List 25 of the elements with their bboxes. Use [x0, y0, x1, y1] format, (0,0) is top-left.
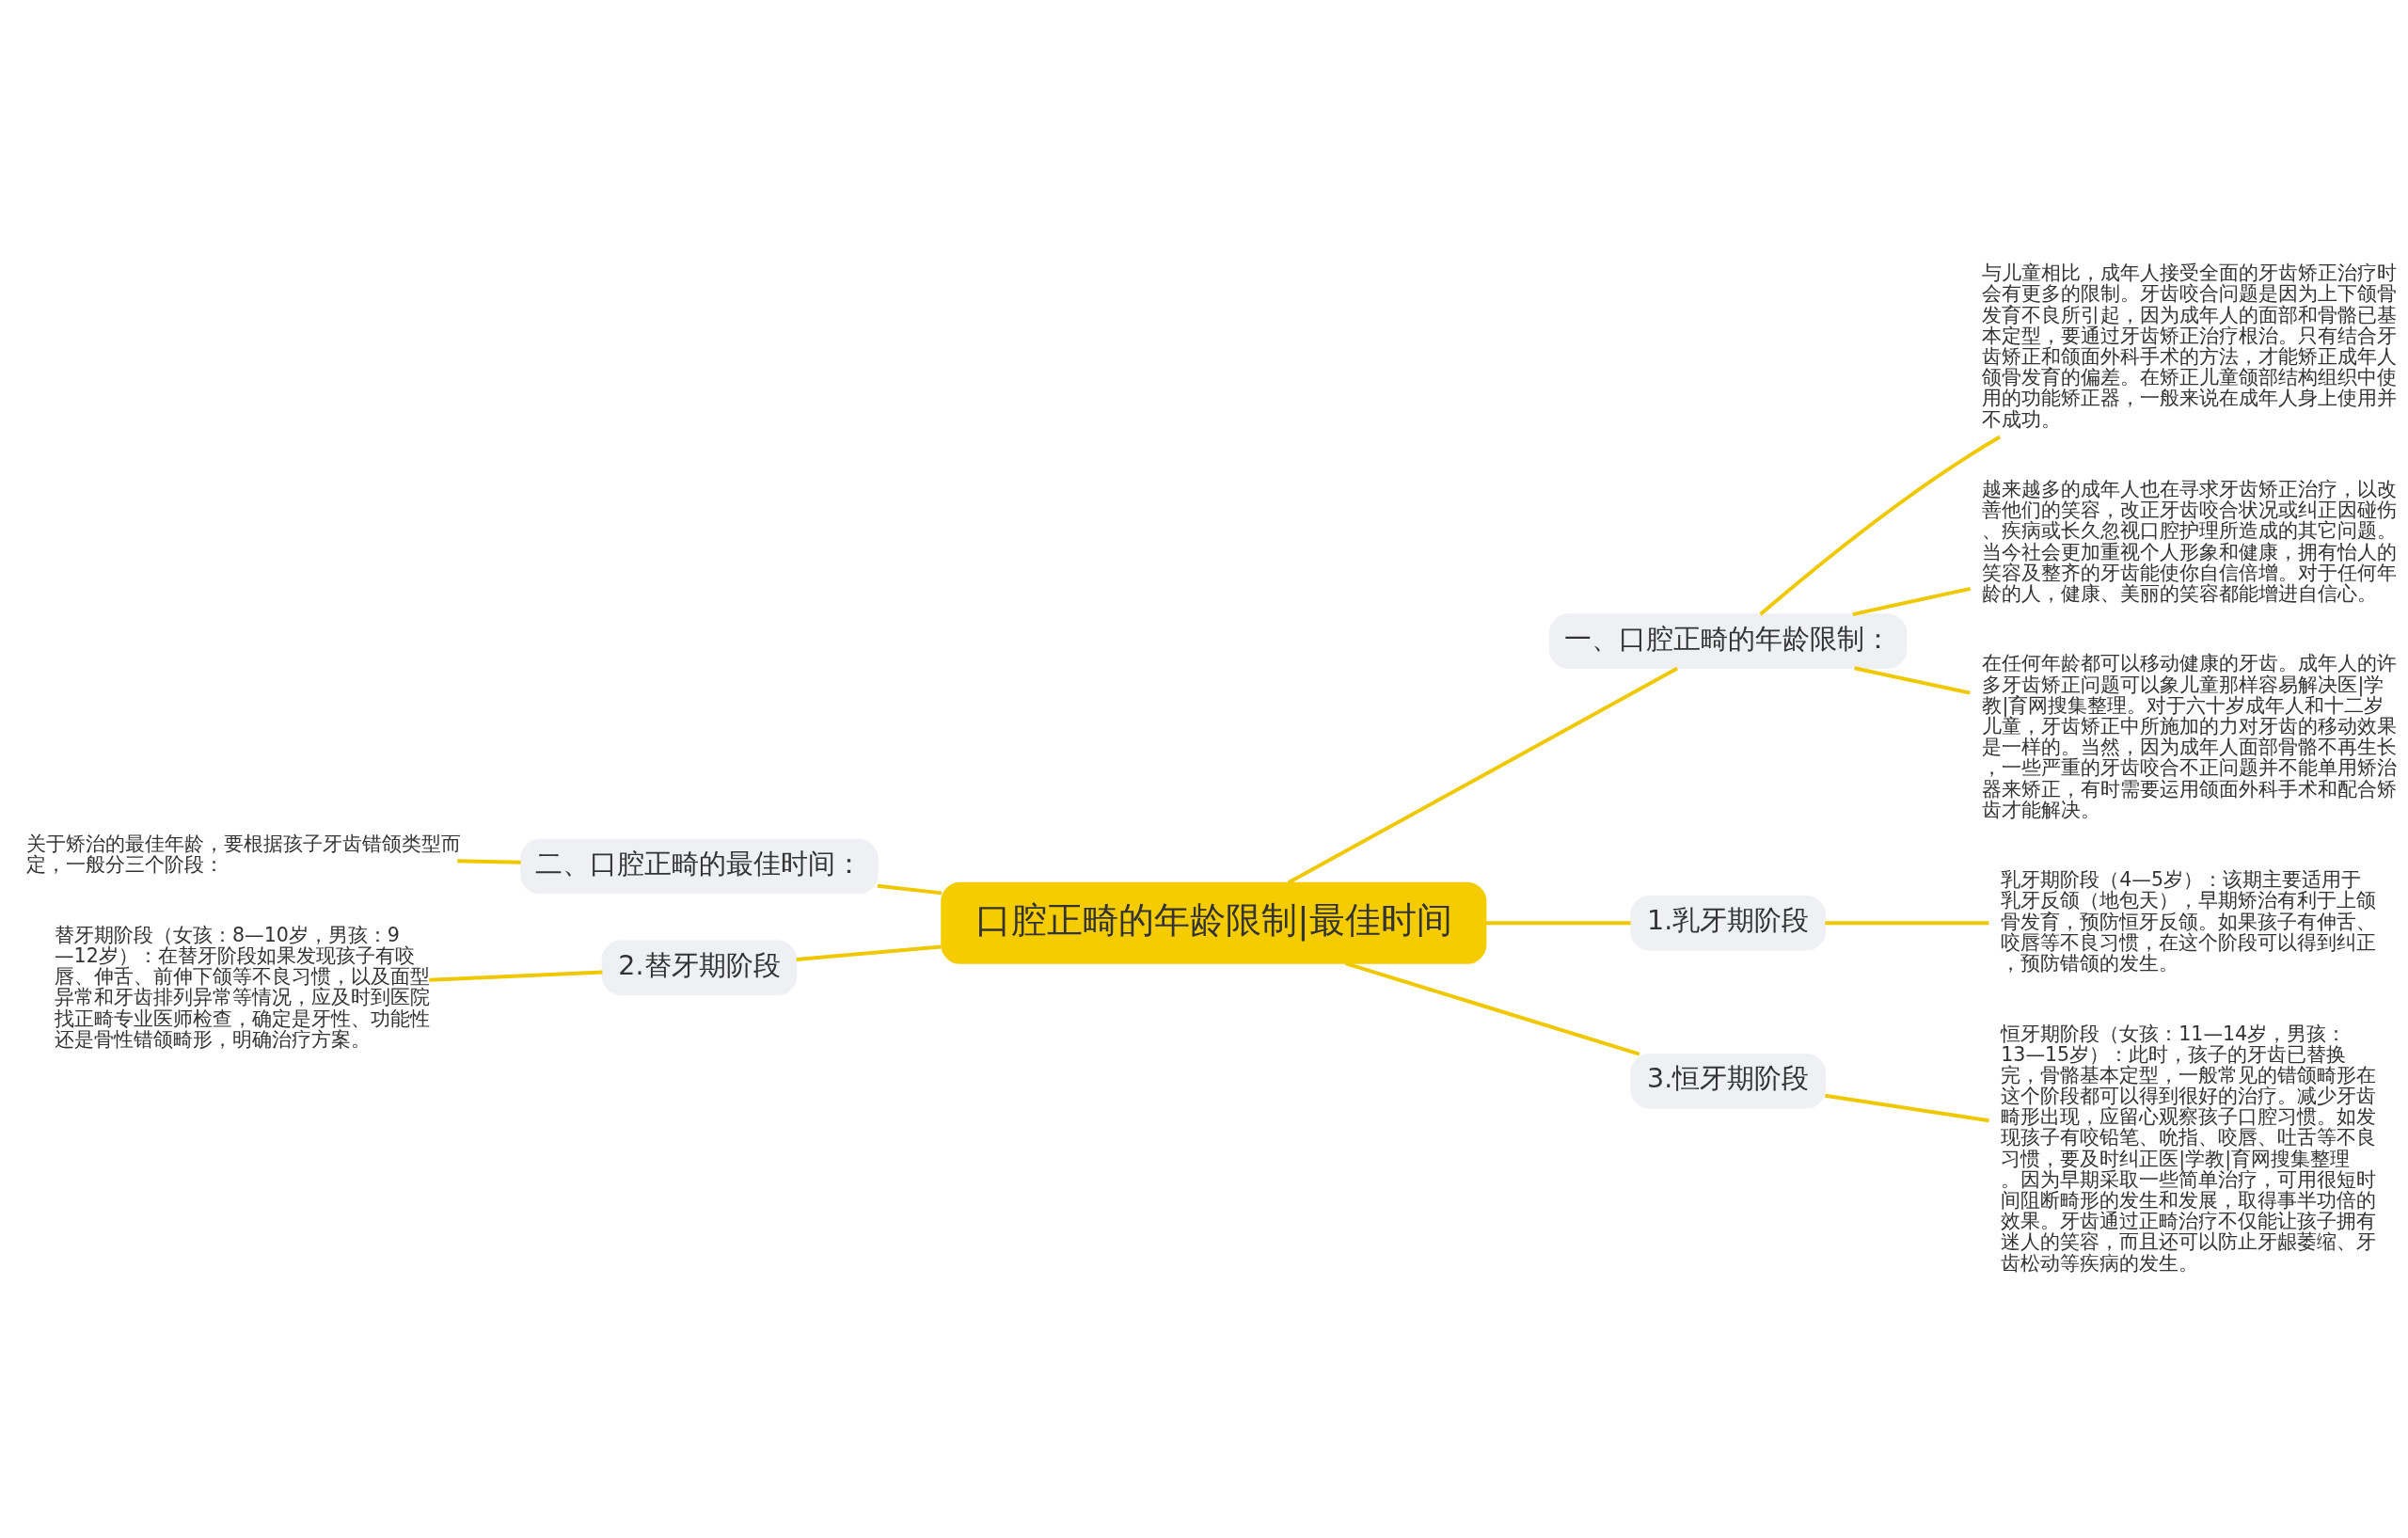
node-box: 2.替牙期阶段 — [601, 940, 798, 995]
node-text: 越来越多的成年人也在寻求牙齿矫正治疗，以改善他们的笑容，改正牙齿咬合状况或纠正因碰伤、疾病或长久忽视口腔护理所造成的其它问题。当今社会更加重视个人形象和健康，拥有怡人的笑容及整齐的牙齿能使你自信倍增。对于任何年龄的人，健康、美丽的笑容都能增进自信心。 — [1982, 477, 2398, 605]
connector — [1485, 920, 1631, 925]
connector — [429, 969, 603, 982]
connector — [457, 858, 521, 864]
node-box: 二、口腔正畸的最佳时间： — [520, 838, 879, 894]
connector — [1825, 920, 1989, 925]
connector — [1759, 435, 2002, 615]
connector — [1344, 960, 1640, 1056]
node-text: 乳牙期阶段（4—5岁）：该期主要适用于乳牙反颌（地包天），早期矫治有利于上颌骨发育，预防恒牙反颌。如果孩子有伸舌、咬唇等不良习惯，在这个阶段可以得到纠正，预防错颌的发生。 — [2001, 867, 2377, 975]
node-box: 一、口腔正畸的年龄限制： — [1548, 612, 1908, 669]
connector — [877, 883, 943, 895]
connector — [796, 944, 942, 961]
node-box: 1.乳牙期阶段 — [1630, 895, 1826, 951]
node-text: 与儿童相比，成年人接受全面的牙齿矫正治疗时会有更多的限制。牙齿咬合问题是因为上下颌骨发育不良所引起，因为成年人的面部和骨骼已基本定型，要通过牙齿矫正治疗根治。只有结合牙齿矫正和颌面外科手术的方法，才能矫正成年人颌骨发育的偏差。在矫正儿童颌部结构组织中使用的功能矫正器，一般来说在成年人身上使用并不成功。 — [1982, 261, 2398, 430]
connector — [1852, 586, 1972, 616]
node-box: 3.恒牙期阶段 — [1630, 1053, 1826, 1109]
node-text: 替牙期阶段（女孩：8—10岁，男孩：9—12岁）：在替牙阶段如果发现孩子有咬唇、伸舌、前伸下颌等不良习惯，以及面型异常和牙齿排列异常等情况，应及时到医院找正畸专业医师检查，确定是牙性、功能性还是骨性错颌畸形，明确治疗方案。 — [54, 923, 430, 1051]
connector — [1287, 666, 1679, 884]
node-text: 在任何年龄都可以移动健康的牙齿。成年人的许多牙齿矫正问题可以象儿童那样容易解决医|学教|育网搜集整理。对于六十岁成年人和十二岁儿童，牙齿矫正中所施加的力对牙齿的移动效果是一样的。当然，因为成年人面部骨骼不再生长，一些严重的牙齿咬合不正问题并不能单用矫治器来矫正，有时需要运用颌面外科手术和配合矫齿才能解决。 — [1982, 651, 2398, 821]
node-text: 恒牙期阶段（女孩：11—14岁，男孩：13—15岁）：此时，孩子的牙齿已替换完，骨骼基本定型，一般常见的错颌畸形在这个阶段都可以得到很好的治疗。减少牙齿畸形出现，应留心观察孩子口腔习惯。如发现孩子有咬铅笔、吮指、咬唇、吐舌等不良习惯，要及时纠正医|学教|育网搜集整理。因为早期采取一些简单治疗，可用很短时间阻断畸形的发生和发展，取得事半功倍的效果。牙齿通过正畸治疗不仅能让孩子拥有迷人的笑容，而且还可以防止牙龈萎缩、牙齿松动等疾病的发生。 — [2001, 1022, 2377, 1275]
node-box: 口腔正畸的年龄限制|最佳时间 — [941, 881, 1487, 964]
connector — [1854, 665, 1971, 695]
node-text: 关于矫治的最佳年龄，要根据孩子牙齿错颌类型而定，一般分三个阶段： — [25, 832, 461, 876]
connector — [1825, 1093, 1989, 1122]
